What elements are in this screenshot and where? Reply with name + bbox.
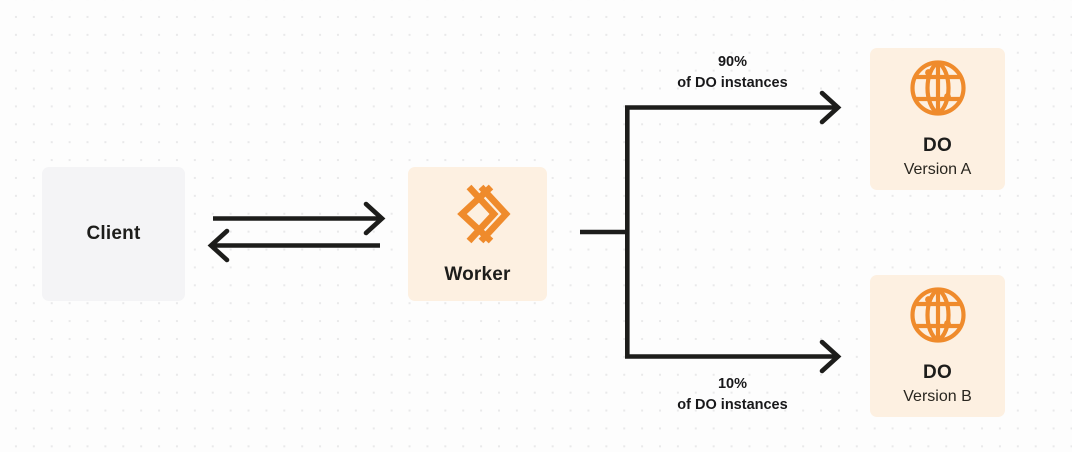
node-do-a-label: DO: [923, 135, 952, 157]
edge-label-do-a-percent: 90%: [717, 54, 748, 70]
arrow-worker-to-do-b: [625, 339, 842, 374]
node-worker[interactable]: Worker: [408, 167, 547, 301]
edge-label-do-b-percent: 10%: [717, 376, 748, 392]
edge-label-do-b: 10% of DO instances: [627, 374, 838, 416]
node-client[interactable]: Client: [42, 167, 185, 301]
branch-connector: [580, 106, 630, 358]
cloudflare-workers-icon: [445, 183, 511, 250]
node-do-version-b[interactable]: DO Version B: [870, 275, 1005, 417]
globe-icon: [908, 58, 968, 123]
arrow-worker-to-do-a: [625, 90, 842, 125]
node-client-label: Client: [86, 223, 141, 245]
node-do-version-a[interactable]: DO Version A: [870, 48, 1005, 190]
node-do-b-label: DO: [923, 362, 952, 384]
node-do-a-sublabel: Version A: [903, 161, 972, 179]
globe-icon: [908, 285, 968, 350]
node-worker-label: Worker: [444, 263, 511, 285]
edge-label-do-a: 90% of DO instances: [627, 52, 838, 94]
edge-label-do-b-caption: of DO instances: [677, 397, 788, 414]
node-do-b-sublabel: Version B: [903, 388, 972, 406]
arrow-client-to-worker: [213, 201, 386, 236]
arrow-worker-to-client: [207, 228, 380, 263]
edge-label-do-a-caption: of DO instances: [677, 75, 788, 92]
